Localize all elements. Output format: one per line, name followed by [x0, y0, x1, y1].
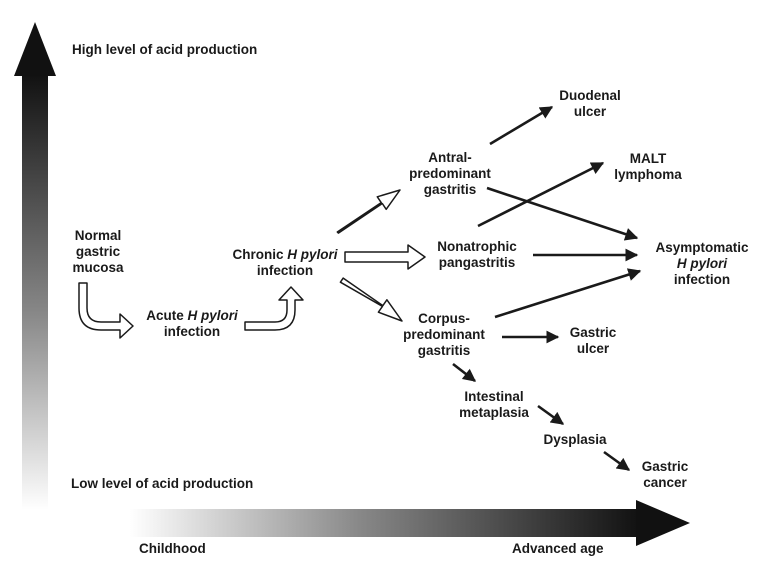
advanced-age-label: Advanced age — [512, 541, 604, 556]
arrow-corpus-to-asymptomatic — [494, 268, 642, 319]
arrow-chronic-to-nonatrophic — [344, 244, 426, 270]
childhood-label: Childhood — [139, 541, 206, 556]
node-asymptomatic-infection: Asymptomatic H pylori infection — [655, 240, 749, 287]
node-chronic-infection: Chronic H pylori infection — [232, 247, 338, 278]
arrow-corpus-to-intestinal — [452, 362, 477, 383]
high-acid-label: High level of acid production — [72, 42, 258, 57]
node-acute-infection: Acute H pylori infection — [146, 308, 238, 339]
age-axis-arrow — [130, 500, 690, 546]
outcome-arrows — [452, 105, 642, 472]
arrow-chronic-to-antral — [336, 189, 401, 234]
node-dysplasia: Dysplasia — [543, 432, 607, 447]
arrow-antral-to-asymptomatic — [486, 186, 639, 241]
arrow-acute-to-chronic — [244, 286, 304, 331]
arrow-dysplasia-to-cancer — [603, 450, 631, 472]
low-acid-label: Low level of acid production — [71, 476, 254, 491]
acid-level-axis-arrow — [14, 22, 56, 510]
arrow-intestinal-to-dysplasia — [537, 404, 565, 426]
arrow-chronic-to-corpus — [339, 277, 403, 322]
arrow-normal-to-acute — [78, 282, 134, 339]
arrow-antral-to-duodenal — [489, 105, 554, 146]
arrow-nonatrophic-to-malt — [477, 161, 605, 228]
